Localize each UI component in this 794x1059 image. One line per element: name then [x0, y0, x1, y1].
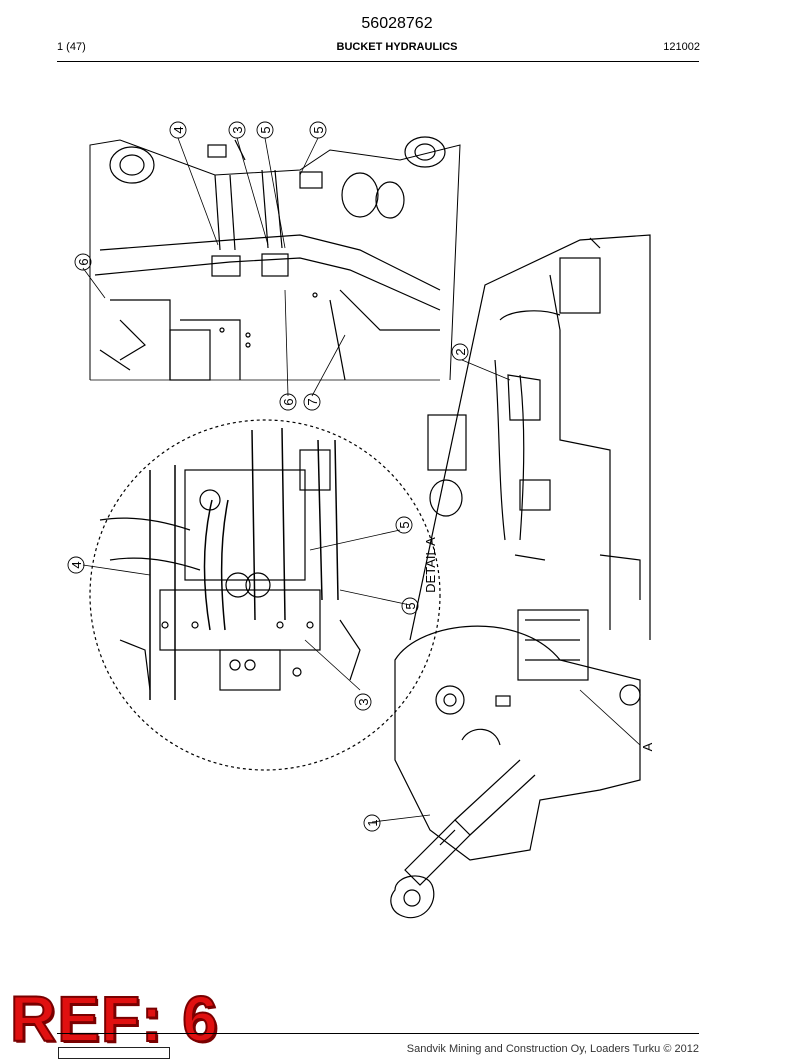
document-title: BUCKET HYDRAULICS: [336, 41, 458, 53]
footer-divider: [57, 1033, 699, 1034]
callout-6-left: 6: [76, 258, 91, 265]
bucket-cylinder: [390, 759, 536, 919]
boom-arm-view: [394, 234, 651, 861]
top-chassis-view: [89, 136, 461, 381]
callout-2: 2: [453, 348, 468, 355]
ref-stamp: REF: 6: [9, 982, 219, 1056]
header-divider: [57, 61, 699, 62]
callout-leaders: [82, 137, 641, 823]
callout-7-mid: 7: [305, 398, 320, 405]
view-marker-a: A: [640, 742, 655, 751]
callout-5-detail-a: 5: [397, 521, 412, 528]
callout-bubbles: [67, 121, 469, 832]
detail-a-label: DETAIL A: [423, 537, 438, 593]
callout-4-top: 4: [171, 126, 186, 133]
callout-1: 1: [365, 819, 380, 826]
page-count: 1 (47): [57, 41, 86, 53]
callout-5-top-b: 5: [311, 126, 326, 133]
callout-3-top: 3: [230, 126, 245, 133]
company-logo-icon: [58, 1047, 170, 1059]
footer-copyright: Sandvik Mining and Construction Oy, Load…: [406, 1043, 699, 1055]
callout-5-detail-b: 5: [403, 602, 418, 609]
callout-5-top-a: 5: [258, 126, 273, 133]
callout-4-detail: 4: [69, 561, 84, 568]
revision-date: 121002: [663, 41, 700, 53]
callout-3-detail: 3: [356, 698, 371, 705]
detail-a-inset: [89, 419, 441, 771]
callout-6-mid: 6: [281, 398, 296, 405]
document-number: 56028762: [361, 15, 433, 32]
